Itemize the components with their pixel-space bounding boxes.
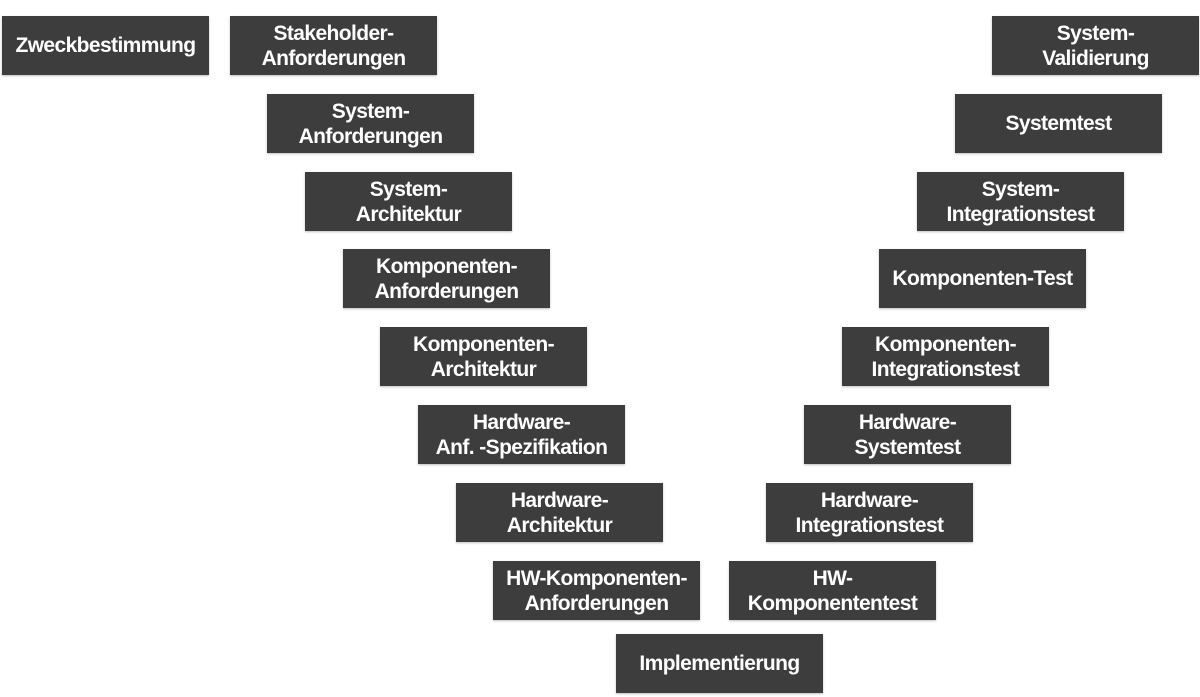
box-hardware-integrationstest: Hardware- Integrationstest (766, 483, 973, 542)
box-stakeholder-anforderungen: Stakeholder- Anforderungen (230, 16, 437, 75)
box-komponenten-integrationstest: Komponenten- Integrationstest (842, 327, 1049, 386)
box-system-architektur: System- Architektur (305, 172, 512, 231)
box-system-integrationstest: System- Integrationstest (917, 172, 1124, 231)
box-hw-komponenten-anforderungen: HW-Komponenten- Anforderungen (493, 561, 700, 620)
box-hardware-anforderungs-spezifikation: Hardware- Anf. -Spezifikation (418, 405, 625, 464)
box-hardware-architektur: Hardware- Architektur (456, 483, 663, 542)
box-systemtest: Systemtest (955, 94, 1162, 153)
box-komponenten-test: Komponenten-Test (879, 249, 1086, 308)
box-hw-komponententest: HW- Komponententest (729, 561, 936, 620)
box-implementierung: Implementierung (616, 634, 823, 693)
box-hardware-systemtest: Hardware- Systemtest (804, 405, 1011, 464)
box-zweckbestimmung: Zweckbestimmung (2, 16, 209, 75)
box-komponenten-architektur: Komponenten- Architektur (380, 327, 587, 386)
box-komponenten-anforderungen: Komponenten- Anforderungen (343, 249, 550, 308)
box-system-validierung: System- Validierung (992, 16, 1199, 75)
box-system-anforderungen: System- Anforderungen (267, 94, 474, 153)
